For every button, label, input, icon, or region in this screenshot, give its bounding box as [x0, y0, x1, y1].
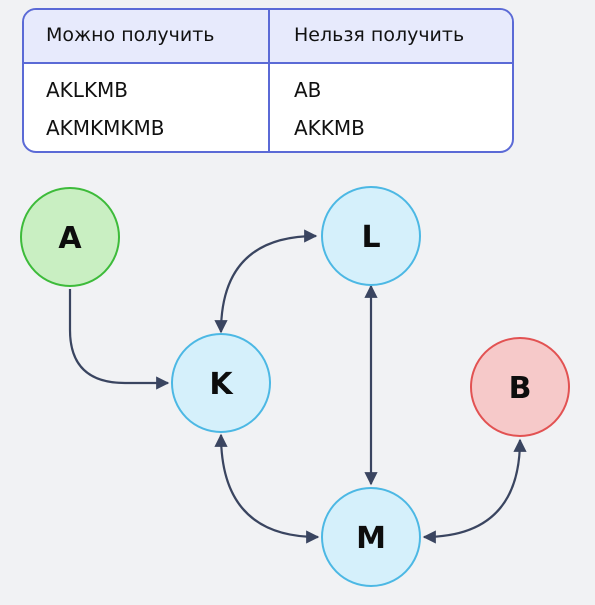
header-obtainable: Можно получить: [46, 24, 215, 46]
node-l-label: L: [361, 220, 380, 255]
header-not-obtainable: Нельзя получить: [294, 24, 465, 46]
edge-k-m: [214, 433, 320, 544]
node-m-label: M: [356, 521, 386, 556]
table-cell: AKMKMKMB: [46, 116, 165, 140]
node-a: A: [20, 187, 120, 287]
edge-a-k: [68, 289, 170, 390]
node-l: L: [321, 186, 421, 286]
node-k-label: K: [209, 367, 234, 402]
node-a-label: A: [58, 221, 82, 256]
node-b: B: [470, 337, 570, 437]
node-m: M: [321, 487, 421, 587]
table-column-divider: [268, 10, 270, 151]
edge-m-b: [422, 438, 527, 544]
node-k: K: [171, 333, 271, 433]
paths-table: Можно получить Нельзя получить AKLKMB AB…: [22, 8, 514, 153]
table-cell: AB: [294, 78, 322, 102]
node-b-label: B: [509, 371, 532, 406]
edge-k-l: [214, 229, 318, 334]
table-cell: AKLKMB: [46, 78, 129, 102]
table-cell: AKKMB: [294, 116, 365, 140]
